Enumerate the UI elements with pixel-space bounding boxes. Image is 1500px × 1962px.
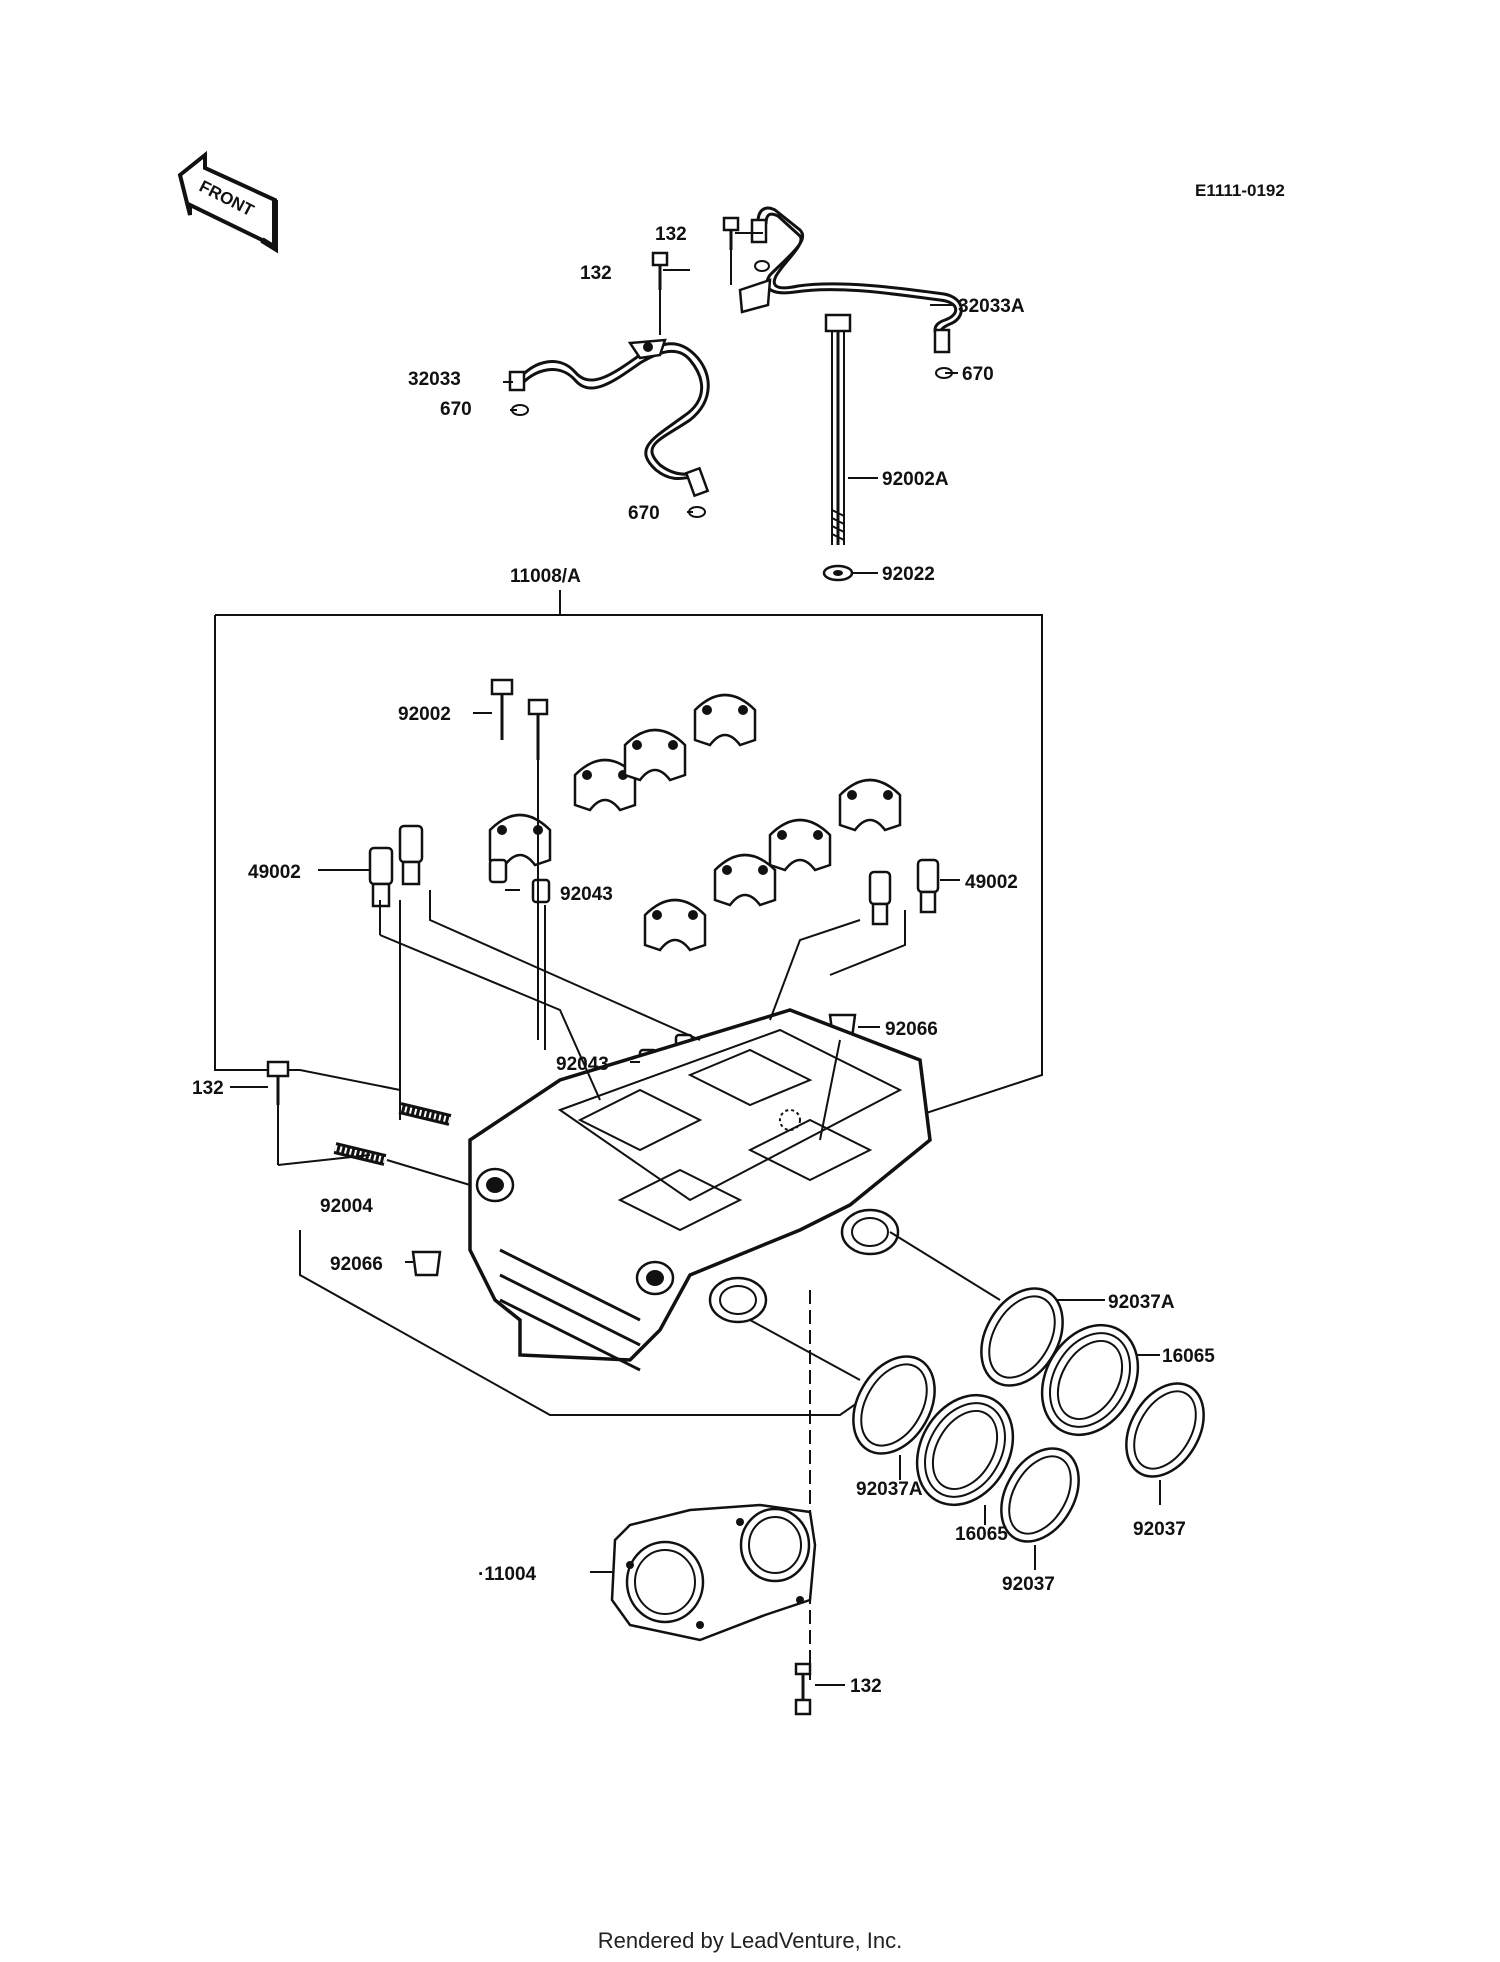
label-132-bottom: 132	[850, 1676, 882, 1697]
label-670-a: 670	[440, 399, 472, 420]
cam-caps	[488, 693, 902, 952]
label-92004: 92004	[320, 1196, 373, 1217]
label-32033: 32033	[408, 369, 461, 390]
head-bolt-92002a	[824, 313, 852, 545]
label-92002a: 92002A	[882, 469, 949, 490]
label-132-top-b: 132	[580, 263, 612, 284]
bolt-132-left	[266, 1060, 290, 1105]
footer-credit: Rendered by LeadVenture, Inc.	[597, 1928, 903, 1953]
carburetor-holder-16065-a	[1040, 1323, 1140, 1437]
label-92043-a: 92043	[560, 884, 613, 905]
label-49002-right: 49002	[965, 872, 1018, 893]
head-gasket-11004	[610, 1503, 817, 1642]
studs-92004	[333, 1102, 452, 1166]
plug-92066-b	[411, 1250, 442, 1277]
banjo-bolt-132-top-a	[722, 216, 740, 250]
cylinder-head	[468, 1008, 932, 1372]
oil-pipe-right	[738, 206, 963, 354]
label-92066-b: 92066	[330, 1254, 383, 1275]
clamp-92037-b	[1000, 1447, 1080, 1543]
label-92002: 92002	[398, 704, 451, 725]
banjo-bolt-132-top-b	[651, 251, 669, 290]
label-11008a: 11008/A	[510, 566, 581, 587]
cam-cap-bolts-92002	[490, 678, 549, 760]
label-132-left: 132	[192, 1078, 224, 1099]
label-32033a: 32033A	[958, 296, 1025, 317]
leader-lines	[230, 232, 1160, 1686]
label-92037a-a: 92037A	[1108, 1292, 1175, 1313]
label-92066-a: 92066	[885, 1019, 938, 1040]
label-92022: 92022	[882, 564, 935, 585]
diagram-code: E1111-0192	[1195, 181, 1285, 200]
label-92037-a: 92037	[1133, 1519, 1186, 1540]
bolt-132-bottom	[794, 1662, 812, 1716]
carburetor-holder-16065-b	[915, 1393, 1015, 1507]
label-670-b: 670	[628, 503, 660, 524]
label-670-c: 670	[962, 364, 994, 385]
clamp-92037a-b	[852, 1355, 936, 1455]
label-92037-b: 92037	[1002, 1574, 1055, 1595]
label-16065-b: 16065	[955, 1524, 1008, 1545]
oil-pipe-left	[508, 338, 710, 498]
label-49002-left: 49002	[248, 862, 301, 883]
part-labels: 132 132 32033 32033A 670 670 670 92002A …	[192, 224, 1215, 1697]
tensioner-49002-left	[368, 824, 424, 908]
label-132-top-a: 132	[655, 224, 687, 245]
label-11004: ·11004	[478, 1564, 537, 1585]
dowel-pin-92043-a	[488, 858, 508, 884]
label-16065-a: 16065	[1162, 1346, 1215, 1367]
front-arrow-icon: FRONT	[177, 150, 278, 254]
tensioner-49002-right	[868, 858, 940, 926]
label-92043-b: 92043	[556, 1054, 609, 1075]
clamp-92037-a	[1125, 1382, 1205, 1478]
label-92037a-b: 92037A	[856, 1479, 923, 1500]
